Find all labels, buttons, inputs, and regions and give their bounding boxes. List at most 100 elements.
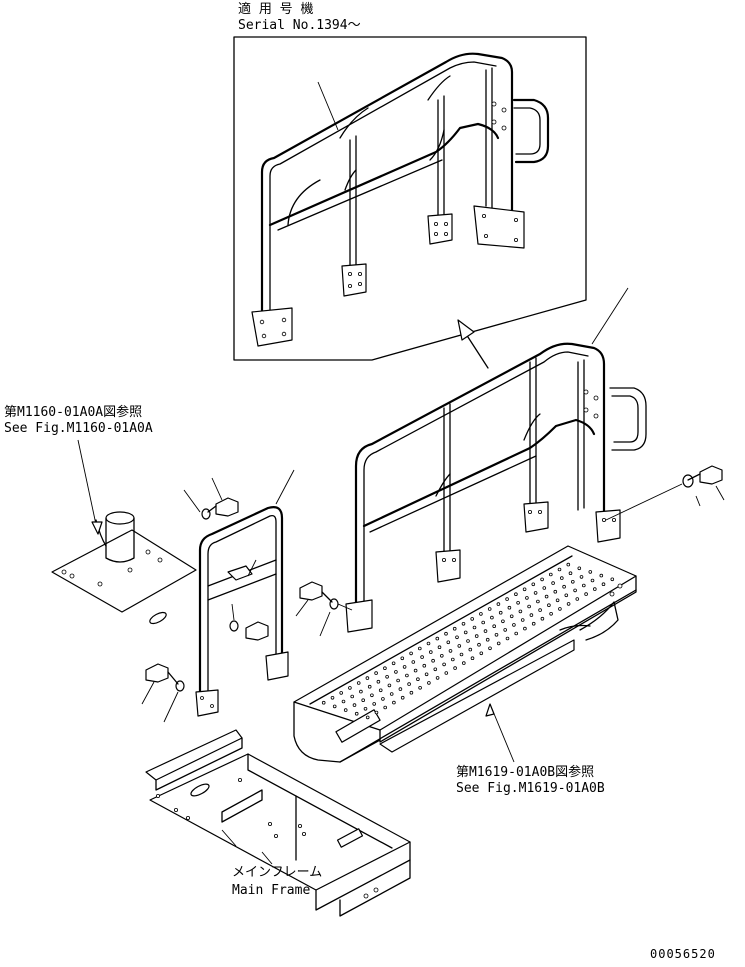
perforation-hole bbox=[483, 629, 488, 633]
perforation-hole bbox=[498, 610, 503, 615]
perforation-hole bbox=[548, 572, 553, 577]
perforation-hole bbox=[470, 656, 475, 660]
perforation-hole bbox=[343, 708, 348, 712]
perforation-hole bbox=[321, 700, 326, 705]
perforation-hole bbox=[435, 676, 440, 680]
perforation-hole bbox=[488, 646, 492, 651]
perforation-hole bbox=[509, 614, 514, 619]
perforation-hole bbox=[457, 644, 462, 648]
perforation-hole bbox=[461, 621, 466, 626]
ladder-bolts bbox=[141, 477, 353, 723]
perforation-hole bbox=[555, 598, 560, 603]
perforation-hole bbox=[592, 587, 597, 591]
perforation-hole bbox=[361, 698, 366, 702]
perforation-hole bbox=[573, 588, 577, 593]
perforation-hole bbox=[400, 695, 405, 700]
bolt-right bbox=[605, 465, 723, 521]
perforation-hole bbox=[512, 623, 516, 627]
ladder-leader bbox=[275, 469, 295, 505]
perforation-hole bbox=[378, 688, 383, 693]
perforation-hole bbox=[564, 593, 569, 598]
perforation-hole bbox=[477, 642, 481, 647]
perforation-hole bbox=[428, 650, 433, 654]
perforation-hole bbox=[365, 676, 370, 680]
main-frame bbox=[145, 729, 411, 917]
perforation-hole bbox=[479, 651, 484, 656]
perforation-hole bbox=[536, 599, 540, 604]
perforation-hole bbox=[356, 681, 361, 685]
perforation-hole bbox=[481, 620, 486, 625]
perforation-hole bbox=[446, 640, 451, 645]
perforation-hole bbox=[417, 646, 422, 651]
perforation-hole bbox=[383, 705, 388, 710]
perforation-hole bbox=[359, 689, 363, 694]
perforation-hole bbox=[527, 604, 531, 609]
cover-plate-leader bbox=[77, 439, 99, 535]
perforation-hole bbox=[601, 582, 606, 586]
perforation-hole bbox=[385, 674, 389, 679]
platform-perforations bbox=[321, 562, 615, 720]
inset-leader bbox=[317, 81, 339, 131]
perforation-hole bbox=[387, 683, 392, 688]
perforation-hole bbox=[426, 641, 431, 646]
replacement-arrow bbox=[457, 319, 489, 369]
perforation-hole bbox=[339, 691, 344, 695]
label-ref2-en: See Fig.M1619-01A0B bbox=[456, 781, 605, 796]
perforation-hole bbox=[570, 579, 575, 584]
perforation-hole bbox=[479, 612, 483, 616]
perforation-hole bbox=[400, 656, 405, 661]
perforation-hole bbox=[330, 695, 335, 700]
perforation-hole bbox=[599, 573, 604, 578]
perforation-hole bbox=[525, 596, 529, 600]
perforation-hole bbox=[610, 577, 615, 582]
perforation-hole bbox=[553, 589, 558, 594]
perforation-hole bbox=[407, 682, 411, 686]
perforation-hole bbox=[501, 619, 505, 624]
perforation-hole bbox=[540, 616, 545, 621]
perforation-hole bbox=[562, 584, 566, 589]
perforation-hole bbox=[332, 704, 337, 709]
perforation-hole bbox=[348, 686, 352, 690]
perforation-hole bbox=[487, 607, 492, 611]
perforation-hole bbox=[372, 702, 377, 706]
perforation-hole bbox=[398, 687, 403, 691]
perforation-hole bbox=[394, 670, 398, 674]
perforation-hole bbox=[547, 603, 551, 607]
perforation-hole bbox=[424, 672, 429, 677]
perforation-hole bbox=[577, 566, 582, 571]
perforation-hole bbox=[370, 693, 374, 698]
perforation-hole bbox=[416, 677, 420, 681]
perforation-hole bbox=[522, 587, 527, 592]
perforation-hole bbox=[389, 692, 394, 696]
perforation-hole bbox=[588, 570, 593, 574]
perforation-hole bbox=[448, 649, 453, 653]
inset-handrail bbox=[251, 52, 550, 347]
perforation-hole bbox=[459, 652, 464, 657]
ladder-handrail bbox=[195, 506, 289, 717]
label-ref2-jp: 第M1619-01A0B図参照 bbox=[456, 764, 594, 780]
perforation-hole bbox=[396, 678, 400, 683]
label-main-frame-jp: メインフレーム bbox=[232, 865, 322, 880]
perforation-hole bbox=[442, 662, 446, 667]
perforation-hole bbox=[496, 641, 501, 646]
perforation-hole bbox=[381, 697, 385, 701]
perforation-hole bbox=[365, 715, 370, 720]
inset-frame bbox=[233, 36, 587, 361]
perforation-hole bbox=[453, 666, 457, 670]
perforation-hole bbox=[352, 703, 357, 707]
perforation-hole bbox=[466, 639, 470, 643]
walkway-platform bbox=[293, 545, 637, 763]
perforation-hole bbox=[490, 615, 494, 620]
perforation-hole bbox=[427, 681, 431, 685]
perforation-hole bbox=[439, 653, 444, 658]
perforation-hole bbox=[518, 609, 523, 614]
perforation-hole bbox=[402, 665, 407, 669]
perforation-hole bbox=[463, 630, 468, 635]
perforation-hole bbox=[470, 617, 475, 621]
perforation-hole bbox=[503, 628, 508, 632]
perforation-hole bbox=[531, 621, 536, 626]
perforation-hole bbox=[494, 632, 499, 637]
perforation-hole bbox=[374, 710, 379, 715]
